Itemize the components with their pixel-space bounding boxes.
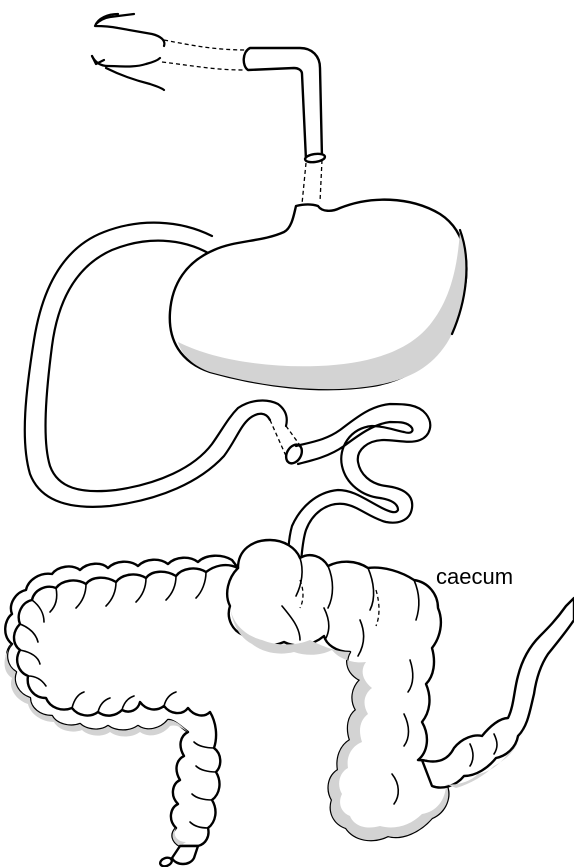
small-intestine (283, 404, 430, 570)
pylorus-dashed-link (270, 420, 286, 456)
stomach (170, 200, 467, 390)
pharynx-dashed-link (164, 40, 248, 50)
sigmoid-colon (5, 556, 239, 846)
mouth (92, 14, 164, 90)
large-intestine (227, 540, 574, 840)
cardia-dashed-link-right (320, 160, 322, 202)
pharynx-dashed-link-lower (162, 62, 244, 70)
rectum-tip (159, 846, 198, 867)
caecum-label: caecum (436, 564, 513, 590)
cardia-dashed-link (302, 163, 306, 204)
oesophagus (244, 48, 326, 163)
